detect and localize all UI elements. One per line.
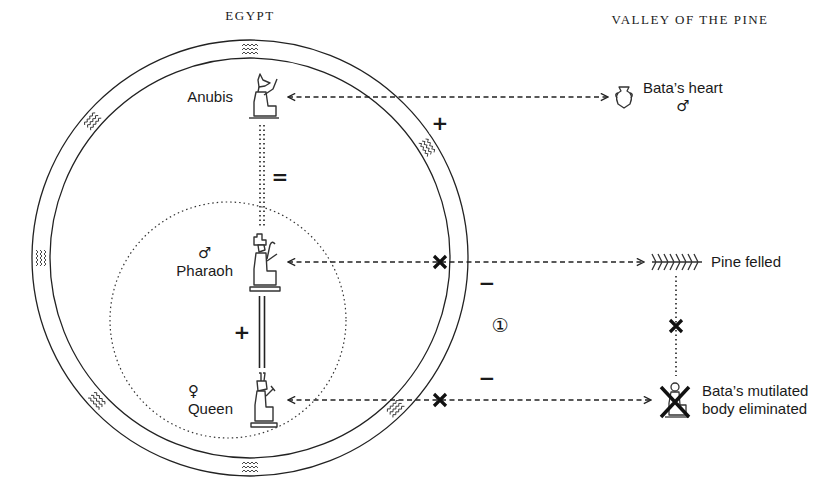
egypt-circle <box>30 6 470 480</box>
region-circle: EGYPT Anubis ♂Pharaoh ♀Queen <box>30 6 470 480</box>
queen-node: ♀Queen <box>188 371 284 429</box>
text-column: ♂Pharaoh <box>176 244 233 280</box>
gender-symbol: ♂ <box>198 244 211 262</box>
pharaoh-figure <box>240 231 284 293</box>
text-column: Bata’s mutilated body eliminated <box>702 382 814 418</box>
drawing-part <box>251 423 277 427</box>
figure-label: Pine felled <box>711 253 781 271</box>
water-marks <box>36 44 436 472</box>
drawing-part <box>652 254 702 270</box>
body-node: Bata’s mutilated body eliminated <box>655 379 814 421</box>
drawing-part <box>88 391 106 410</box>
text-column: Pine felled <box>711 253 781 271</box>
connector-line <box>288 96 608 97</box>
drawing-part <box>264 79 277 95</box>
drawing-part <box>665 416 689 417</box>
relation-sign: − <box>477 272 498 294</box>
text-column: Bata’s heart♂ <box>643 79 723 115</box>
connector-line <box>288 399 651 400</box>
heart-jar <box>612 84 636 110</box>
connector <box>670 276 682 376</box>
figure-label: Queen <box>188 400 233 418</box>
drawing-part <box>258 245 265 252</box>
connector-line <box>259 125 261 228</box>
inner-ring <box>50 58 450 458</box>
connector <box>260 296 265 368</box>
drawing-part <box>386 399 404 417</box>
connector <box>260 125 264 228</box>
drawing-part <box>254 92 276 116</box>
connector-line <box>288 261 644 262</box>
drawing-part <box>419 138 436 157</box>
drawing-part <box>257 381 267 391</box>
region-heading: VALLEY OF THE PINE <box>611 12 768 28</box>
figure-label: Pharaoh <box>176 262 233 280</box>
drawing-part <box>671 383 679 391</box>
king-node: ♂Pharaoh <box>176 231 284 293</box>
anubis-figure <box>240 72 284 122</box>
deity-node: Anubis <box>187 72 284 122</box>
drawing-part <box>242 44 258 54</box>
figure-label: Bata’s heart <box>643 79 723 97</box>
connector <box>288 394 651 406</box>
drawing-part <box>616 93 633 98</box>
crossed-body-figure <box>655 379 695 421</box>
relation-sign: + <box>232 321 253 343</box>
pine-branch <box>648 251 704 273</box>
heart-node: Bata’s heart♂ <box>612 79 723 115</box>
cut-mark <box>434 394 446 406</box>
drawing-part <box>250 234 280 291</box>
relation-sign: = <box>270 166 291 188</box>
drawing-part <box>249 117 279 118</box>
text-column: ♀Queen <box>188 382 233 418</box>
figure-label: Anubis <box>187 88 233 106</box>
drawing-part <box>251 373 277 427</box>
gender-symbol: ♂ <box>676 97 689 115</box>
cut-mark <box>434 256 446 268</box>
drawing-part <box>83 112 101 131</box>
drawing-part <box>254 253 276 285</box>
relation-sign: + <box>430 112 451 134</box>
region-heading: EGYPT <box>30 8 470 24</box>
drawing-part <box>255 391 273 421</box>
callout-number: ① <box>491 314 508 336</box>
connector-line <box>263 125 265 228</box>
connector <box>288 256 644 268</box>
drawing-part <box>266 386 275 396</box>
figure-label: Bata’s mutilated body eliminated <box>702 382 814 418</box>
court-circle <box>110 202 346 438</box>
drawing-part <box>259 373 265 381</box>
connector <box>288 97 608 98</box>
cut-mark <box>670 320 682 332</box>
drawing-part <box>661 387 689 417</box>
relation-sign: − <box>477 367 498 389</box>
pine-node: Pine felled <box>648 251 781 273</box>
drawing-part <box>250 287 280 291</box>
connector-line <box>259 296 261 368</box>
connector-line <box>264 296 266 368</box>
drawing-part <box>254 234 266 245</box>
queen-figure <box>240 371 284 429</box>
drawing-part <box>616 87 633 108</box>
drawing-part <box>258 87 259 92</box>
drawing-part <box>267 254 277 261</box>
text-column: Anubis <box>187 88 233 106</box>
outer-ring <box>32 40 468 476</box>
drawing-part <box>36 250 46 266</box>
drawing-part <box>242 462 258 472</box>
drawing-part <box>258 74 270 87</box>
drawing-part <box>617 87 632 108</box>
gender-symbol: ♀ <box>188 382 199 400</box>
drawing-part <box>249 74 279 118</box>
